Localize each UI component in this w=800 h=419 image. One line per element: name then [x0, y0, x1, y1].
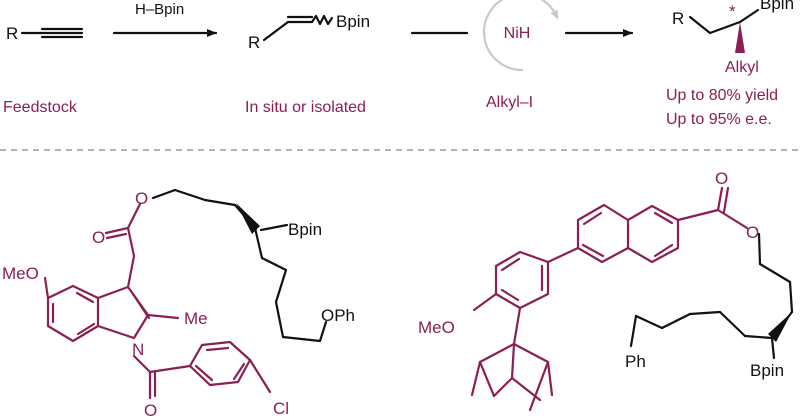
amide-oxygen-label: O [144, 401, 157, 419]
nickel-coupling-arrow: NiH [410, 0, 634, 72]
right-methoxy-label: MeO [418, 318, 455, 337]
methoxy-label: MeO [2, 264, 39, 283]
hydroboration-arrow: H–Bpin [112, 1, 218, 37]
catalytic-cycle-icon [482, 0, 559, 72]
right-example-structure: O O MeO Ph Bpin [418, 169, 794, 412]
right-bpin-label: Bpin [750, 361, 784, 380]
product-alkyl-label: Alkyl [725, 59, 759, 76]
phenyl-label: Ph [625, 352, 646, 371]
stereocenter-star: * [729, 2, 736, 21]
right-ester-oxygen-label: O [746, 223, 759, 242]
alkyne-r-label: R [6, 24, 18, 43]
indole-nitrogen-label: N [132, 340, 144, 359]
methyl-label: Me [184, 309, 208, 328]
product-r-label: R [672, 9, 684, 28]
chlorine-label: Cl [273, 399, 289, 418]
hbpin-reagent-label: H–Bpin [135, 1, 184, 18]
chiral-alkylboronate-product: R * Bpin Alkyl [672, 0, 794, 76]
caption-yield: Up to 80% yield [666, 87, 778, 104]
wedge-bond [735, 22, 745, 53]
nih-catalyst-label: NiH [504, 25, 531, 42]
right-carbonyl-oxygen-label: O [715, 169, 728, 188]
vinyl-boronate-structure: R Bpin [248, 12, 370, 52]
caption-feedstock: Feedstock [3, 99, 78, 116]
vinyl-r-label: R [248, 33, 260, 52]
alkyne-structure: R [6, 24, 84, 43]
product-bpin-label: Bpin [760, 0, 794, 13]
caption-ee: Up to 95% e.e. [666, 111, 772, 128]
ester-oxygen-label: O [135, 189, 148, 208]
left-example-structure: O O Bpin MeO Me N OPh O Cl [2, 188, 355, 419]
vinyl-bpin-label: Bpin [336, 12, 370, 31]
left-bpin-label: Bpin [288, 220, 322, 239]
carbonyl-oxygen-label: O [92, 228, 105, 247]
caption-alkyl-iodide: Alkyl–I [486, 94, 533, 111]
phenoxy-label: OPh [321, 306, 355, 325]
caption-in-situ: In situ or isolated [245, 99, 366, 116]
